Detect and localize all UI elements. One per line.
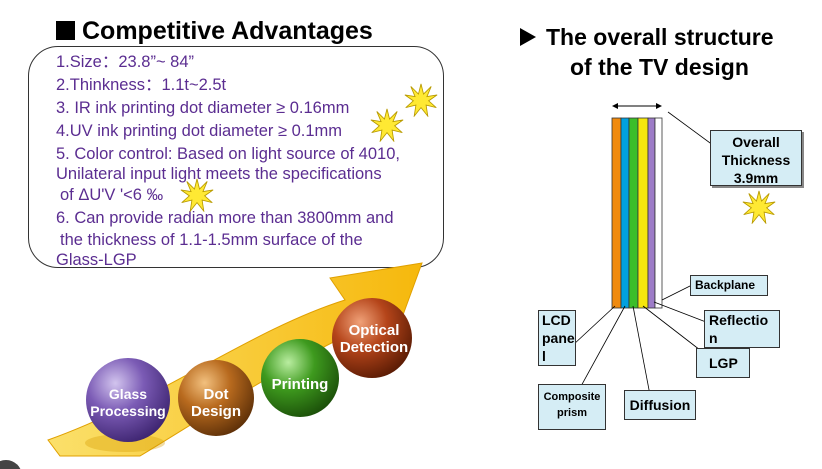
partial-edge-shape [0,460,21,469]
layer-lgp [637,117,649,309]
layer-lcd-panel [611,117,622,309]
callout-backplane: Backplane [690,275,768,296]
callout-diffusion: Diffusion [624,390,696,420]
feature-line: 5. Color control: Based on light source … [56,145,400,163]
right-title-line1: The overall structure [546,24,774,50]
callout-lcd-panel: LCD pane l [538,310,576,366]
feature-line: 4.UV ink printing dot diameter ≥ 0.1mm [56,122,343,140]
feature-line: 2.Thinkness：1.1t~2.5t [56,76,227,94]
black-square-bullet-icon [56,21,75,40]
play-triangle-icon [520,28,536,46]
right-title-line2: of the TV design [570,54,749,80]
callout-overall-thickness: Overall Thickness 3.9mm [710,130,802,186]
feature-line: Unilateral input light meets the specifi… [56,165,382,183]
feature-line: Glass-LGP [56,251,137,269]
ball-label-printing: Printing [271,376,329,393]
ball-printing [261,339,339,417]
features-box [28,46,444,268]
callout-lgp: LGP [696,348,750,378]
ball-glass-processing [86,358,170,442]
layer-composite-prism [620,117,630,309]
section-title-competitive-advantages: Competitive Advantages [56,16,373,46]
callout-composite-prism: Composite prism [538,384,606,430]
feature-line: of ΔU'V '<6 ‰ [60,186,164,204]
starburst-icon [180,178,214,212]
ball-optical-detection [332,298,412,378]
layer-reflection [647,117,656,309]
left-title-text: Competitive Advantages [82,17,373,45]
feature-line: 1.Size：23.8”~ 84” [56,53,195,71]
ball-dot-design [178,360,254,436]
starburst-icon [370,108,404,142]
feature-line: the thickness of 1.1-1.5mm surface of th… [60,231,363,249]
feature-line: 6. Can provide radian more than 3800mm a… [56,209,394,227]
callout-reflection: Reflectio n [704,310,780,348]
starburst-icon [742,190,776,224]
layer-backplane [654,117,663,309]
starburst-icon [404,83,438,117]
feature-line: 3. IR ink printing dot diameter ≥ 0.16mm [56,99,350,117]
layer-diffusion [628,117,639,309]
